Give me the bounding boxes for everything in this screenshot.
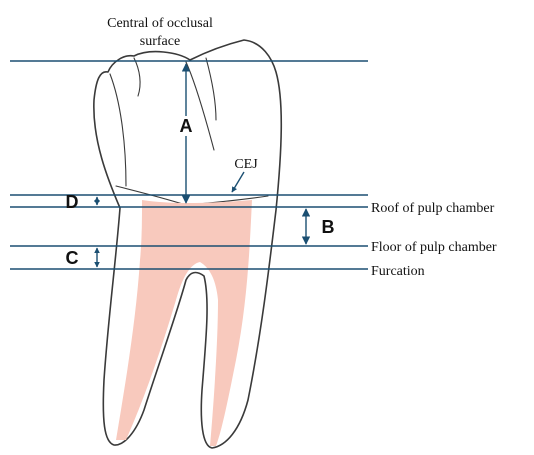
occlusal-label-line1: Central of occlusal — [107, 16, 213, 31]
label-c: C — [66, 248, 79, 268]
roof-label: Roof of pulp chamber — [371, 201, 495, 216]
label-d: D — [66, 192, 79, 212]
floor-label: Floor of pulp chamber — [371, 240, 497, 255]
cej-label: CEJ — [234, 157, 258, 172]
furcation-label: Furcation — [371, 264, 425, 279]
label-b: B — [322, 217, 335, 237]
occlusal-label-line2: surface — [140, 34, 180, 49]
label-a: A — [180, 116, 193, 136]
